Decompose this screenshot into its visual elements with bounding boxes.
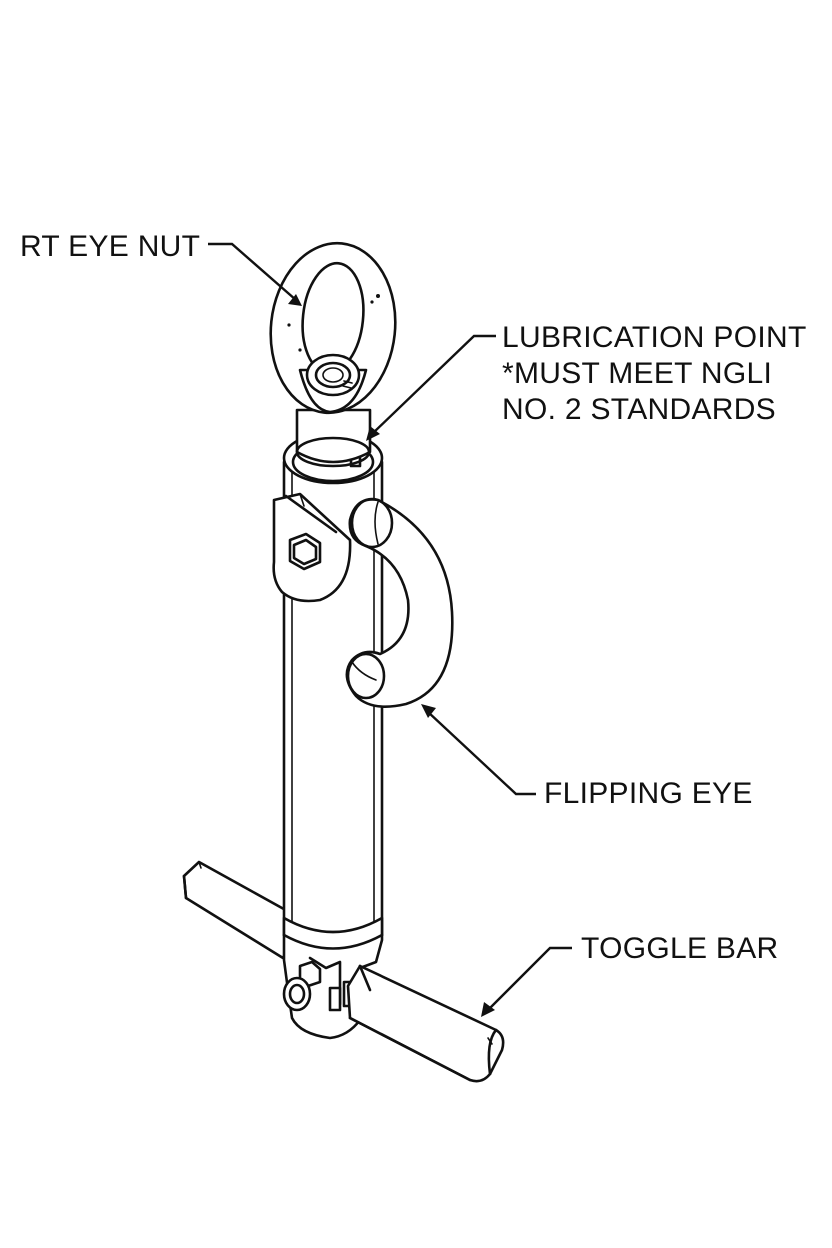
flipping-eye <box>345 497 454 708</box>
leader-toggle-bar <box>481 946 572 1017</box>
rt-eye-nut <box>269 241 397 468</box>
leader-lubrication <box>366 334 496 441</box>
callout-rt-eye-nut: RT EYE NUT <box>20 230 201 263</box>
callout-lubrication-line3: NO. 2 STANDARDS <box>502 393 776 426</box>
toggle-bar-front-arm <box>346 964 505 1083</box>
callout-lubrication-line2: *MUST MEET NGLI <box>502 357 773 390</box>
toggle-bar-back-arm <box>182 860 302 960</box>
callout-flipping-eye: FLIPPING EYE <box>544 777 753 810</box>
leader-flipping-eye <box>421 704 536 796</box>
callout-lubrication-line1: LUBRICATION POINT <box>502 321 807 354</box>
bracket-plate <box>272 492 352 603</box>
leader-rt-eye-nut <box>208 242 302 306</box>
callout-toggle-bar: TOGGLE BAR <box>581 932 779 965</box>
